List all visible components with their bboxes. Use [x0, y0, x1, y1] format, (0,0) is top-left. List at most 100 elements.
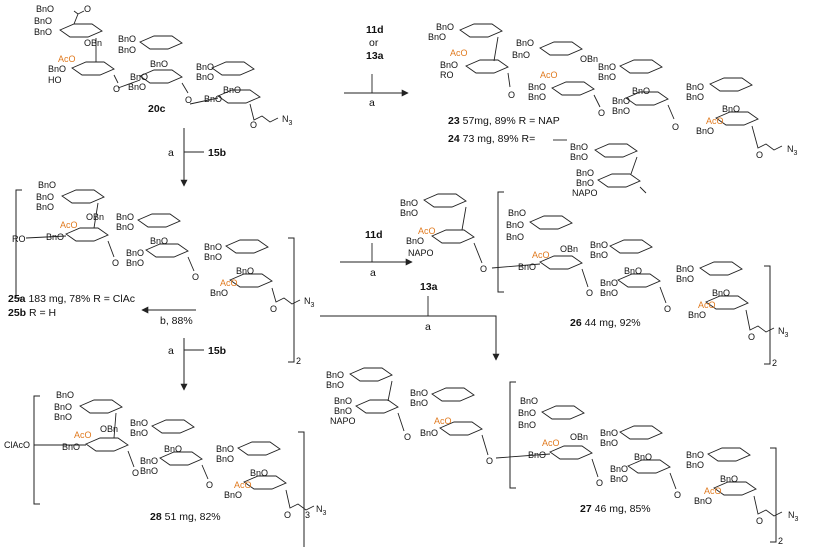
glycosidic-bond: [669, 472, 677, 490]
linker-bond: [751, 125, 783, 151]
id-24: 24: [448, 133, 460, 145]
arrow-to-26: 11d a: [340, 229, 413, 279]
azide-sub: 3: [794, 150, 798, 157]
glycosidic-bond: [34, 412, 135, 468]
ester-label: BnO: [508, 208, 526, 218]
glycosidic-bond: [481, 434, 489, 456]
bno-label: BnO: [216, 444, 234, 454]
azide-n: N: [787, 144, 794, 154]
glycosidic-bond: [25, 202, 115, 258]
compound-label-20c: 20c: [148, 103, 166, 115]
linker-bond: [745, 309, 775, 333]
bno-label: BnO: [62, 442, 80, 452]
o-label: O: [756, 150, 763, 160]
bno-label: BnO: [116, 212, 134, 222]
azide-label: N3: [304, 296, 315, 309]
bno-label: BnO: [410, 398, 428, 408]
glycosidic-bond: [659, 286, 667, 304]
sugar-ring: [713, 481, 757, 496]
id-25a: 25a: [8, 293, 26, 305]
bno-label: BnO: [236, 266, 254, 276]
bno-label: BnO: [34, 16, 52, 26]
repeat-count: 2: [296, 356, 301, 366]
sugar-ring: [715, 111, 759, 126]
compound-26: BnO BnO AcO BnO NAPO O 2 BnO BnO BnO OBn…: [400, 191, 789, 368]
linker-bond: [271, 287, 301, 305]
sugar-ring: [594, 143, 638, 158]
bno-label: BnO: [326, 380, 344, 390]
sugar-ring: [539, 41, 583, 56]
glycosidic-bond: [117, 79, 189, 94]
compound-23-24: BnO BnO AcO BnO RO O BnO BnO OBn AcO BnO…: [428, 22, 798, 198]
sugar-ring: [59, 23, 103, 38]
aco-label: AcO: [418, 226, 436, 236]
ester-label: BnO: [520, 396, 538, 406]
bno-label: BnO: [516, 38, 534, 48]
ester-label: BnO: [38, 180, 56, 190]
bno-label: BnO: [696, 126, 714, 136]
bno-label: BnO: [598, 72, 616, 82]
sugar-ring: [217, 89, 261, 104]
o-label: O: [672, 122, 679, 132]
bno-label: BnO: [130, 428, 148, 438]
ester-o: O: [84, 4, 91, 14]
yield-23: 57mg, 89% R = NAP: [460, 115, 560, 127]
bno-label: BnO: [126, 258, 144, 268]
bno-label: BnO: [34, 27, 52, 37]
yield-25a: 183 mg, 78% R = ClAc: [26, 293, 135, 305]
linker-bond: [189, 97, 279, 123]
bno-label: BnO: [612, 96, 630, 106]
bno-label: BnO: [686, 82, 704, 92]
sugar-ring: [85, 437, 129, 452]
bracket-left: [497, 191, 504, 293]
azide-label: N3: [787, 144, 798, 157]
arrow-to-27: 13a a: [320, 281, 500, 361]
sugar-ring: [705, 295, 749, 310]
sugar-ring: [539, 255, 583, 270]
azide-n: N: [316, 504, 323, 514]
bno-label: BnO: [196, 72, 214, 82]
bno-label: BnO: [224, 490, 242, 500]
o-label: O: [480, 264, 487, 274]
condition-b: b, 88%: [160, 315, 193, 327]
sugar-ring: [137, 213, 181, 228]
sugar-ring: [431, 229, 475, 244]
azide-n: N: [788, 510, 795, 520]
aco-label: AcO: [234, 480, 252, 490]
bno-label: BnO: [196, 62, 214, 72]
yield-24: 73 mg, 89% R=: [460, 133, 536, 145]
bno-label: BnO: [612, 106, 630, 116]
label-25a: 25a 183 mg, 78% R = ClAc: [8, 293, 135, 305]
bno-label: BnO: [164, 444, 182, 454]
sugar-ring: [597, 173, 641, 188]
label-24: 24 73 mg, 89% R=: [448, 133, 535, 145]
ro-label: RO: [12, 234, 26, 244]
sugar-ring: [709, 77, 753, 92]
bno-label: BnO: [686, 460, 704, 470]
bracket-right: [288, 237, 295, 363]
linker-bond: [753, 495, 783, 517]
obn-label: OBn: [560, 244, 578, 254]
aco-label: AcO: [60, 220, 78, 230]
reagent-13a: 13a: [420, 281, 438, 293]
sugar-ring: [243, 475, 287, 490]
sugar-ring: [65, 227, 109, 242]
bno-label: BnO: [334, 396, 352, 406]
glycosidic-bond: [187, 256, 195, 272]
glycosidic-bond: [630, 156, 647, 194]
sugar-ring: [699, 261, 743, 276]
glycosidic-bond: [461, 206, 483, 264]
azide-n: N: [304, 296, 311, 306]
bno-label: BnO: [600, 428, 618, 438]
sugar-ring: [79, 399, 123, 414]
o-label: O: [112, 258, 119, 268]
r-25b: R = H: [26, 307, 56, 319]
id-25b: 25b: [8, 307, 26, 319]
repeat-count: 3: [305, 510, 310, 520]
bno-label: BnO: [570, 152, 588, 162]
napo-label: NAPO: [572, 188, 598, 198]
o-label: O: [508, 90, 515, 100]
glycosidic-bond: [493, 36, 511, 88]
ho-label: HO: [48, 75, 62, 85]
o-label: O: [270, 304, 277, 314]
